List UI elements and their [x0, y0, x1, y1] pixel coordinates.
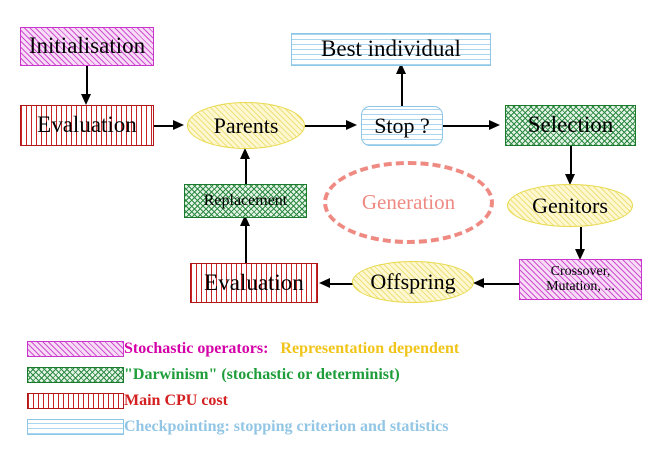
legend-swatch-red-vertical-hatch: [27, 393, 124, 409]
node-genitors-label: Genitors: [532, 192, 608, 218]
legend-swatch-green-cross-hatch: [27, 367, 124, 383]
node-stop[interactable]: Stop ?: [361, 106, 443, 146]
legend-label-darwinism: "Darwinism" (stochastic or determinist): [124, 366, 400, 383]
connector-replacement-to-parents: [245, 156, 247, 184]
legend-label-stochastic: Stochastic operators: Representation depe…: [124, 340, 459, 358]
arrowhead-stop-to-best-individual: [396, 63, 406, 74]
arrowhead-replacement-to-parents: [240, 148, 250, 159]
legend-label-cpu-cost: Main CPU cost: [124, 392, 228, 409]
connector-crossover-to-offspring: [481, 283, 519, 285]
node-evaluation-top-label: Evaluation: [37, 112, 137, 138]
legend-swatch-blue-horizontal-hatch: [27, 419, 124, 435]
legend-row-cpu-cost: Main CPU cost: [0, 388, 662, 414]
arrowhead-offspring-to-evaluation: [319, 278, 330, 288]
arrowhead-crossover-to-offspring: [473, 278, 484, 288]
node-selection-label: Selection: [527, 112, 614, 138]
connector-stop-to-best-individual: [401, 70, 403, 107]
legend: Stochastic operators: Representation depe…: [0, 336, 662, 440]
generation-label: Generation: [361, 190, 456, 214]
arrowhead-evaluation-to-replacement: [240, 215, 250, 226]
node-selection[interactable]: Selection: [505, 105, 636, 146]
legend-swatch-magenta-diagonal-hatch: [27, 341, 124, 357]
node-offspring-label: Offspring: [370, 269, 456, 295]
legend-label-checkpointing: Checkpointing: stopping criterion and st…: [124, 418, 449, 435]
connector-offspring-to-evaluation: [327, 283, 353, 285]
node-genitors[interactable]: Genitors: [507, 184, 633, 227]
connector-parents-to-stop: [305, 125, 348, 127]
connector-evaluation-to-replacement: [245, 222, 247, 263]
legend-row-stochastic: Stochastic operators: Representation depe…: [0, 336, 662, 362]
node-evaluation-bottom[interactable]: Evaluation: [190, 263, 318, 303]
legend-label-stochastic-primary: Stochastic operators:: [124, 340, 269, 357]
node-initialisation[interactable]: Initialisation: [20, 27, 154, 66]
node-crossover-mutation[interactable]: Crossover, Mutation, ...: [519, 259, 642, 300]
node-evaluation-bottom-label: Evaluation: [204, 269, 304, 295]
legend-label-stochastic-secondary: Representation dependent: [280, 340, 460, 357]
connector-evaluation-to-parents: [154, 125, 176, 127]
arrowhead-stop-to-selection: [489, 120, 500, 130]
arrowhead-genitors-to-crossover: [575, 249, 585, 260]
legend-row-checkpointing: Checkpointing: stopping criterion and st…: [0, 414, 662, 440]
generation-cycle-boundary: Generation: [323, 161, 494, 244]
arrowhead-initialisation-to-evaluation: [81, 94, 91, 105]
node-crossover-line2: Mutation, ...: [546, 278, 615, 294]
node-initialisation-label: Initialisation: [28, 33, 146, 59]
connector-selection-to-genitors: [570, 146, 572, 178]
node-replacement[interactable]: Replacement: [184, 184, 307, 218]
node-offspring[interactable]: Offspring: [352, 261, 474, 303]
node-evaluation-top[interactable]: Evaluation: [20, 105, 154, 146]
node-best-individual-label: Best individual: [321, 36, 461, 62]
node-best-individual[interactable]: Best individual: [291, 33, 491, 66]
arrowhead-parents-to-stop: [346, 120, 357, 130]
connector-genitors-to-crossover: [580, 227, 582, 253]
node-parents-label: Parents: [213, 112, 279, 138]
arrowhead-selection-to-genitors: [565, 174, 575, 185]
legend-row-darwinism: "Darwinism" (stochastic or determinist): [0, 362, 662, 388]
connector-initialisation-to-evaluation: [86, 66, 88, 97]
node-stop-label: Stop ?: [374, 113, 430, 139]
node-replacement-label: Replacement: [203, 191, 288, 209]
arrowhead-evaluation-to-parents: [173, 120, 184, 130]
node-crossover-line1: Crossover,: [550, 263, 611, 279]
connector-stop-to-selection: [443, 125, 490, 127]
node-parents[interactable]: Parents: [187, 102, 305, 149]
